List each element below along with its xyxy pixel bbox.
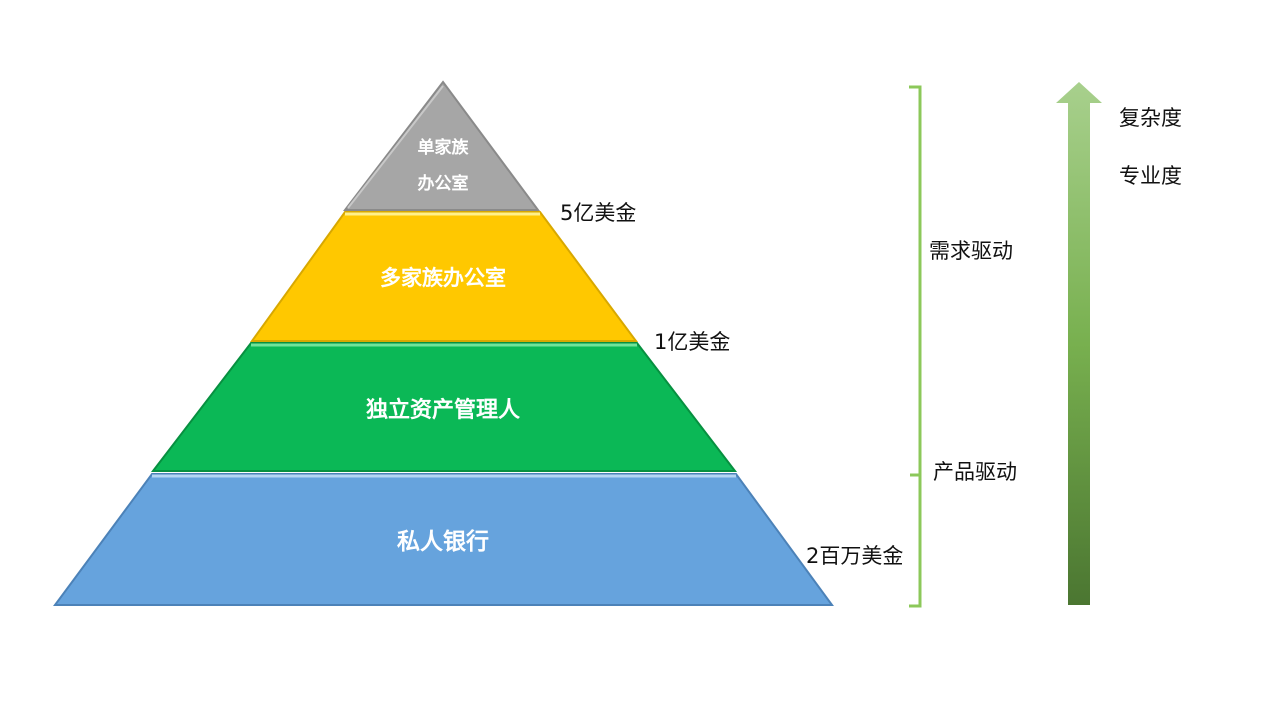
demand-driven-label: 需求驱动 (929, 239, 1013, 263)
threshold-label: 1亿美金 (654, 330, 730, 354)
up-arrow-icon (1056, 82, 1102, 605)
bracket (909, 85, 922, 608)
tier-label: 私人银行 (397, 528, 489, 555)
threshold-label: 2百万美金 (806, 544, 903, 568)
complexity-label: 复杂度 (1119, 106, 1182, 130)
threshold-label: 5亿美金 (560, 201, 636, 225)
professionalism-label: 专业度 (1119, 164, 1182, 188)
tier-private-bank: 私人银行 (53, 473, 834, 606)
tier-independent-asset-manager: 独立资产管理人 (150, 342, 738, 472)
tier-single-family-office: 单家族 办公室 (342, 80, 540, 211)
tier-label-line2: 办公室 (418, 173, 469, 194)
tier-label: 多家族办公室 (380, 266, 506, 290)
tier-multi-family-office: 多家族办公室 (250, 211, 638, 342)
product-driven-label: 产品驱动 (933, 460, 1017, 484)
tier-label-line1: 单家族 (418, 137, 470, 158)
tier-label: 独立资产管理人 (366, 397, 520, 423)
